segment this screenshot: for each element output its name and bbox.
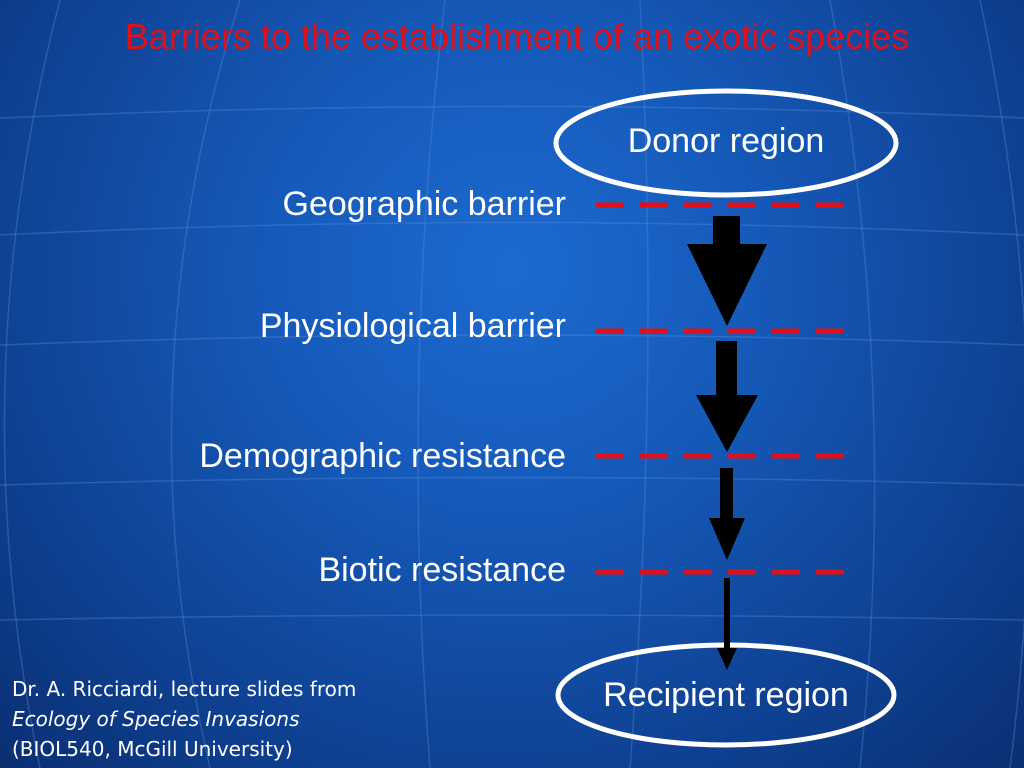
donor-region-label: Donor region (627, 122, 825, 160)
credit-line-course-title: Ecology of Species Invasions (12, 707, 300, 731)
slide-title: Barriers to the establishment of an exot… (124, 16, 910, 57)
arrow-1 (687, 216, 767, 326)
credit-line-author: Dr. A. Ricciardi, lecture slides from (12, 677, 357, 701)
arrow-4 (717, 578, 737, 670)
arrow-2 (696, 341, 758, 452)
credit-line-institution: (BIOL540, McGill University) (12, 737, 293, 761)
donor-region-ellipse (553, 88, 899, 198)
barrier-label-physiological: Physiological barrier (259, 307, 566, 345)
barrier-label-geographic: Geographic barrier (282, 185, 566, 223)
arrow-3 (709, 468, 745, 560)
credit-note: Dr. A. Ricciardi, lecture slides from Ec… (12, 674, 356, 764)
barrier-label-demographic: Demographic resistance (199, 437, 566, 475)
recipient-region-label: Recipient region (603, 676, 849, 714)
barrier-label-biotic: Biotic resistance (318, 551, 566, 589)
